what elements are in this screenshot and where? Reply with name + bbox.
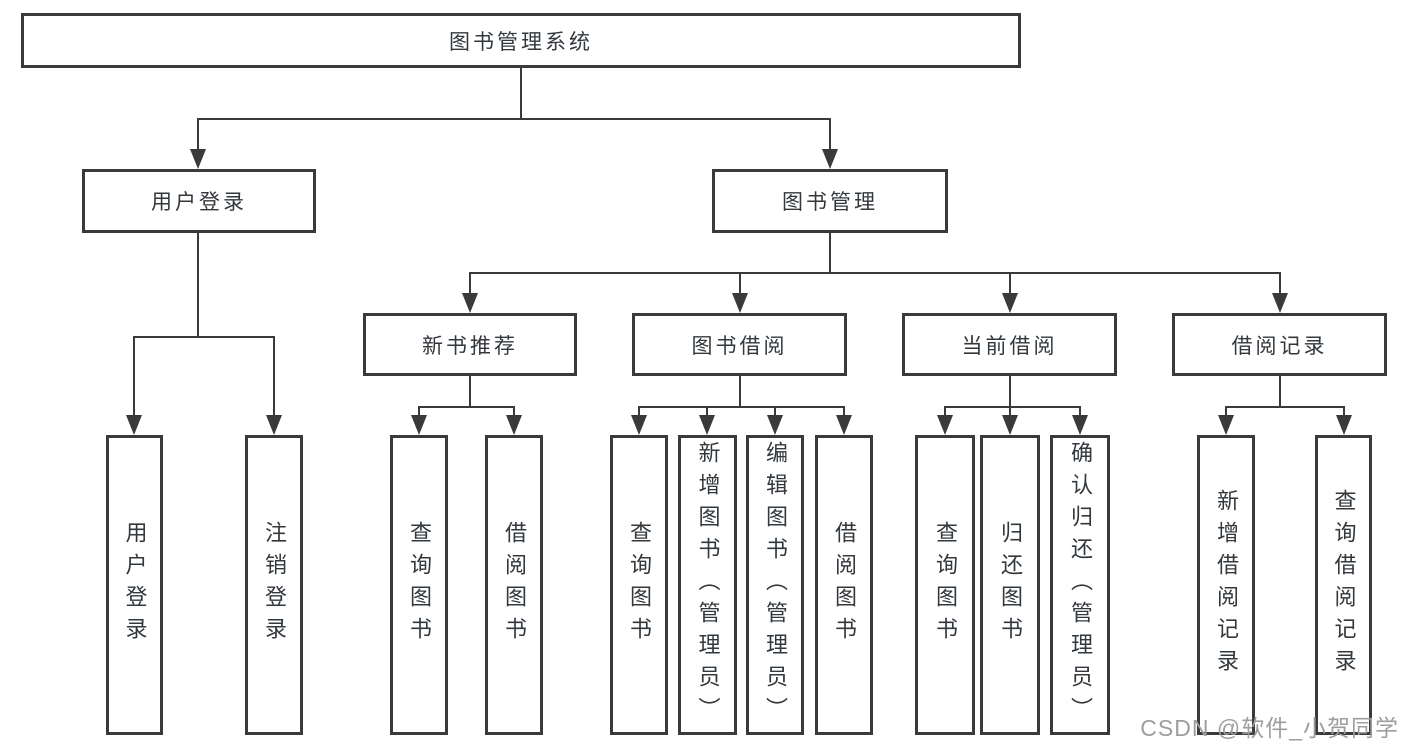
arrow-down-icon xyxy=(631,415,647,435)
arrow-down-icon xyxy=(822,149,838,169)
node-borrow-records: 借阅记录 xyxy=(1172,313,1387,376)
connector-line xyxy=(774,406,776,419)
arrow-down-icon xyxy=(1002,293,1018,313)
connector-line xyxy=(470,272,1280,274)
arrow-down-icon xyxy=(1272,293,1288,313)
connector-line xyxy=(198,118,830,120)
connector-line xyxy=(638,406,640,419)
node-book-management: 图书管理 xyxy=(712,169,948,233)
node-label: 新书推荐 xyxy=(422,334,518,358)
leaf-query-books-1: 查询图书 xyxy=(390,435,448,735)
connector-line xyxy=(829,233,831,272)
arrow-down-icon xyxy=(732,293,748,313)
leaf-query-books-3: 查询图书 xyxy=(915,435,975,735)
node-label: 用户登录 xyxy=(151,191,247,214)
connector-line xyxy=(1279,376,1281,406)
node-label: 注销登录 xyxy=(262,521,287,649)
csdn-watermark: CSDN @软件_小贺同学 xyxy=(1140,715,1399,741)
connector-line xyxy=(134,336,274,338)
connector-line xyxy=(1226,406,1344,408)
arrow-down-icon xyxy=(462,293,478,313)
node-label: 确认归还（管理员） xyxy=(1068,441,1093,729)
leaf-query-borrow-record: 查询借阅记录 xyxy=(1315,435,1372,735)
node-book-borrow: 图书借阅 xyxy=(632,313,847,376)
connector-line xyxy=(1009,406,1011,419)
node-label: 查询借阅记录 xyxy=(1331,489,1357,681)
connector-line xyxy=(706,406,708,419)
leaf-confirm-return-admin: 确认归还（管理员） xyxy=(1050,435,1110,735)
leaf-logout: 注销登录 xyxy=(245,435,303,735)
connector-line xyxy=(739,272,741,297)
leaf-query-books-2: 查询图书 xyxy=(610,435,668,735)
leaf-user-login: 用户登录 xyxy=(106,435,163,735)
node-label: 新增图书（管理员） xyxy=(695,441,721,729)
connector-line xyxy=(520,68,522,120)
node-new-book-recommend: 新书推荐 xyxy=(363,313,577,376)
connector-line xyxy=(513,406,515,419)
connector-line xyxy=(469,376,471,406)
connector-line xyxy=(945,406,1080,408)
arrow-down-icon xyxy=(1072,415,1088,435)
leaf-edit-book-admin: 编辑图书（管理员） xyxy=(746,435,804,735)
node-label: 编辑图书（管理员） xyxy=(763,441,788,729)
connector-line xyxy=(133,336,135,419)
node-current-borrow: 当前借阅 xyxy=(902,313,1117,376)
arrow-down-icon xyxy=(1002,415,1018,435)
connector-line xyxy=(843,406,845,419)
node-label: 借阅图书 xyxy=(502,521,527,649)
connector-line xyxy=(469,272,471,297)
leaf-add-book-admin: 新增图书（管理员） xyxy=(678,435,737,735)
node-label: 借阅记录 xyxy=(1231,334,1328,358)
arrow-down-icon xyxy=(1218,415,1234,435)
connector-line xyxy=(1079,406,1081,419)
node-label: 图书管理系统 xyxy=(449,30,593,54)
leaf-borrow-books-2: 借阅图书 xyxy=(815,435,873,735)
connector-line xyxy=(639,406,844,408)
node-label: 图书管理 xyxy=(782,191,878,214)
arrow-down-icon xyxy=(190,149,206,169)
connector-line xyxy=(1225,406,1227,419)
connector-line xyxy=(1009,376,1011,406)
arrow-down-icon xyxy=(1336,415,1352,435)
arrow-down-icon xyxy=(937,415,953,435)
node-label: 借阅图书 xyxy=(832,521,857,649)
node-label: 图书借阅 xyxy=(691,334,788,358)
node-label: 新增借阅记录 xyxy=(1214,489,1239,681)
node-label: 查询图书 xyxy=(407,521,432,649)
connector-line xyxy=(1009,272,1011,297)
connector-line xyxy=(829,118,831,153)
connector-line xyxy=(1279,272,1281,297)
leaf-return-book: 归还图书 xyxy=(980,435,1040,735)
node-label: 归还图书 xyxy=(998,521,1023,649)
node-label: 查询图书 xyxy=(627,521,652,649)
arrow-down-icon xyxy=(836,415,852,435)
arrow-down-icon xyxy=(767,415,783,435)
arrow-down-icon xyxy=(411,415,427,435)
connector-line xyxy=(1343,406,1345,419)
node-label: 当前借阅 xyxy=(961,334,1058,358)
arrow-down-icon xyxy=(266,415,282,435)
arrow-down-icon xyxy=(699,415,715,435)
connector-line xyxy=(418,406,420,419)
connector-line xyxy=(273,336,275,419)
arrow-down-icon xyxy=(506,415,522,435)
leaf-borrow-books-1: 借阅图书 xyxy=(485,435,543,735)
arrow-down-icon xyxy=(126,415,142,435)
node-library-system: 图书管理系统 xyxy=(21,13,1021,68)
node-label: 用户登录 xyxy=(122,521,148,649)
node-user-login: 用户登录 xyxy=(82,169,316,233)
connector-line xyxy=(739,376,741,406)
connector-line xyxy=(197,233,199,336)
leaf-add-borrow-record: 新增借阅记录 xyxy=(1197,435,1255,735)
connector-line xyxy=(197,118,199,153)
connector-line xyxy=(419,406,514,408)
node-label: 查询图书 xyxy=(933,521,958,649)
connector-line xyxy=(944,406,946,419)
